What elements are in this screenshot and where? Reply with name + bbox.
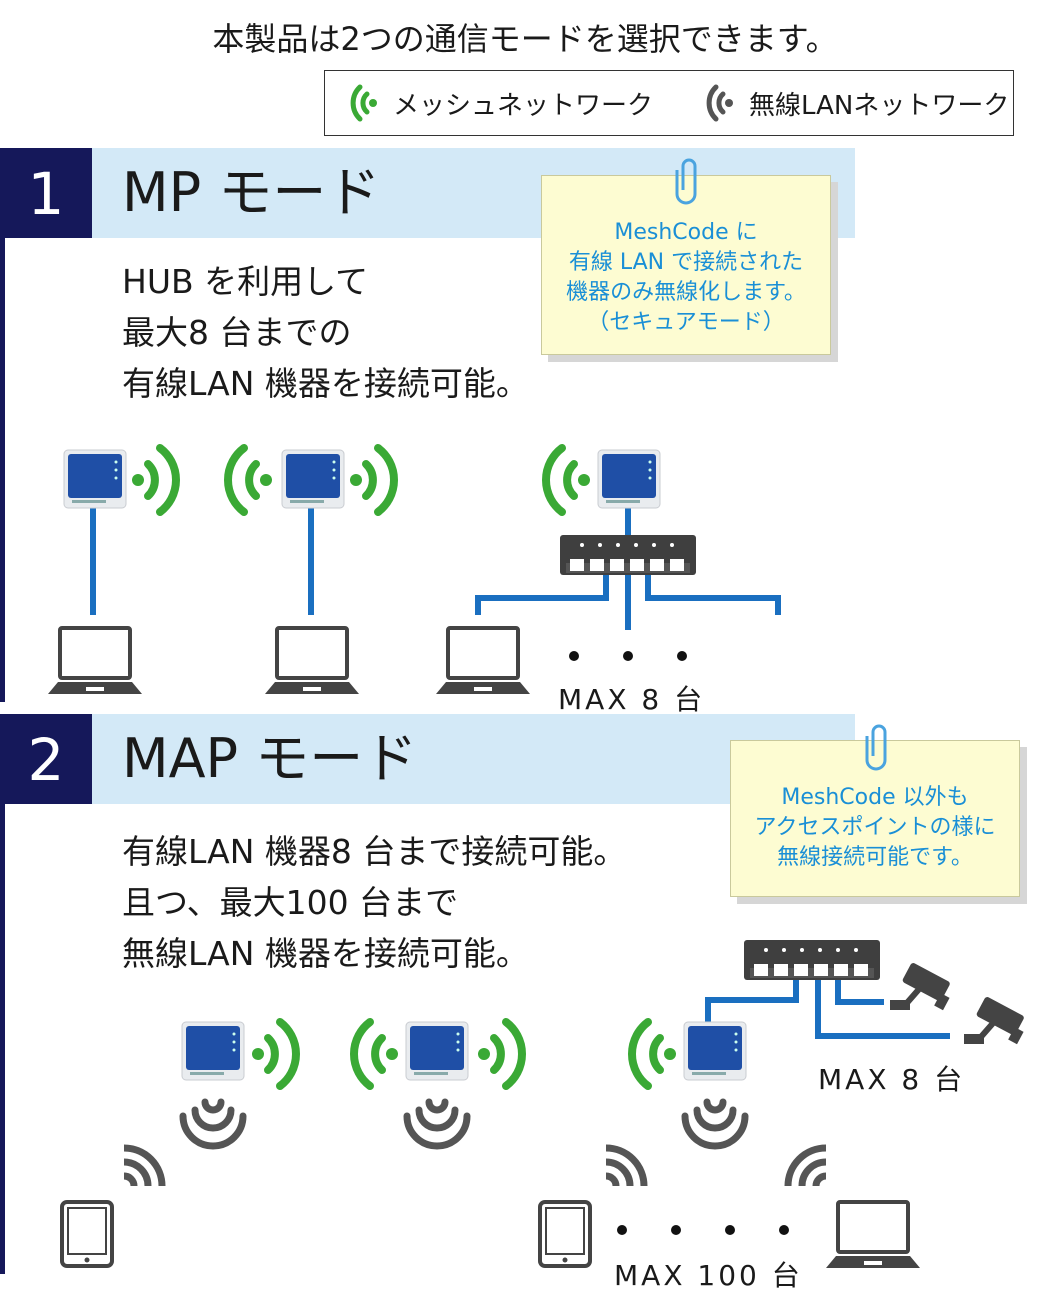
mode1-max-label: MAX 8 台 (558, 683, 706, 716)
mode2-max-cameras-label: MAX 8 台 (818, 1063, 966, 1096)
meshcode-device-icon (63, 449, 127, 509)
mode2-description: 有線LAN 機器8 台まで接続可能。 且つ、最大100 台まで 無線LAN 機器… (122, 826, 626, 979)
tablet-icon (60, 1200, 114, 1268)
mode2-desc-line: 且つ、最大100 台まで (122, 883, 459, 922)
laptop-icon (434, 626, 532, 696)
meshcode-device-icon (405, 1021, 469, 1081)
mesh-signal-icon (350, 84, 377, 122)
security-camera-icon (890, 962, 951, 1010)
mode1-desc-line: 有線LAN 機器を接続可能。 (122, 364, 529, 403)
legend-wlan: 無線LANネットワーク (703, 83, 1009, 123)
mode1-name: MP モード (122, 161, 381, 224)
mode1-ellipsis (569, 651, 687, 661)
mode1-note: MeshCode に 有線 LAN で接続された 機器のみ無線化します。 （セキ… (541, 175, 831, 355)
mode2-cables (705, 975, 950, 1039)
mode2-desc-line: 有線LAN 機器8 台まで接続可能。 (122, 832, 627, 871)
hub-icon (744, 940, 880, 980)
mode1-note-line: MeshCode に (614, 220, 758, 245)
paperclip-icon (675, 158, 697, 205)
legend-mesh: メッシュネットワーク (347, 83, 653, 123)
meshcode-device-icon (683, 1021, 747, 1081)
laptop-icon (263, 626, 361, 696)
mode1-number: 1 (0, 148, 92, 238)
mode2-note-line: 無線接続可能です。 (777, 845, 973, 870)
laptop-icon (46, 626, 144, 696)
page-title: 本製品は2つの通信モードを選択できます。 (212, 20, 838, 58)
mode2-note: MeshCode 以外も アクセスポイントの様に 無線接続可能です。 (730, 740, 1020, 897)
wifi-signal-icon (685, 1102, 745, 1146)
mode2-note-line: MeshCode 以外も (781, 785, 969, 810)
mode1-desc-line: HUB を利用して (122, 262, 369, 301)
mode1-note-line: （セキュアモード） (587, 310, 785, 335)
mode1-desc-line: 最大8 台までの (122, 313, 352, 352)
mesh-signal-icon (132, 448, 176, 512)
hub-icon (560, 535, 696, 575)
wifi-signal-icon (183, 1102, 243, 1146)
mode2-band (0, 714, 855, 804)
wlan-signal-icon (706, 84, 733, 122)
mode2-note-line: アクセスポイントの様に (754, 815, 996, 840)
paperclip-icon (865, 724, 887, 771)
mode2-ellipsis (617, 1225, 789, 1235)
mode1-description: HUB を利用して 最大8 台までの 有線LAN 機器を接続可能。 (122, 256, 529, 409)
wifi-signal-icon (788, 1148, 826, 1186)
mode2-number: 2 (0, 714, 92, 804)
tablet-icon (538, 1200, 592, 1268)
meshcode-device-icon (281, 449, 345, 509)
mode1-note-line: 機器のみ無線化します。 (566, 280, 806, 305)
mesh-signal-icon (228, 448, 272, 512)
mesh-signal-icon (478, 1022, 522, 1086)
security-camera-icon (964, 996, 1025, 1044)
mode2-name: MAP モード (122, 727, 418, 790)
mode2-left-rule (0, 804, 5, 1274)
mesh-signal-icon (632, 1022, 676, 1086)
legend: メッシュネットワーク 無線LANネットワーク (324, 70, 1014, 136)
meshcode-device-icon (597, 449, 661, 509)
wifi-signal-icon (124, 1148, 162, 1186)
laptop-icon (824, 1200, 922, 1270)
wifi-signal-icon (407, 1102, 467, 1146)
legend-wlan-label: 無線LANネットワーク (749, 90, 1010, 121)
mode2-max-devices-label: MAX 100 台 (614, 1259, 803, 1292)
mesh-signal-icon (252, 1022, 296, 1086)
mesh-signal-icon (546, 448, 590, 512)
mesh-signal-icon (350, 448, 394, 512)
mode2-desc-line: 無線LAN 機器を接続可能。 (122, 934, 529, 973)
meshcode-device-icon (181, 1021, 245, 1081)
mesh-signal-icon (354, 1022, 398, 1086)
legend-mesh-label: メッシュネットワーク (393, 90, 654, 121)
mode1-note-line: 有線 LAN で接続された (568, 250, 804, 275)
mode1-left-rule (0, 238, 5, 702)
wifi-signal-icon (606, 1148, 644, 1186)
